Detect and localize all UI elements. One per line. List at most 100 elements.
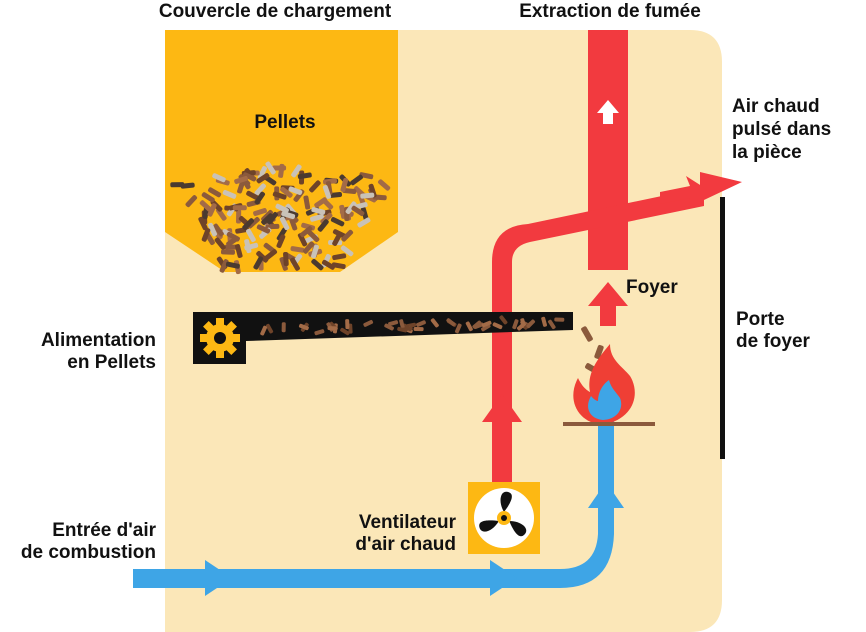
pellet [309, 180, 321, 193]
pellet [208, 187, 222, 198]
pellet [416, 320, 426, 327]
pellet [275, 203, 289, 214]
pellet [311, 258, 324, 271]
pellet [345, 319, 350, 330]
pellet [516, 322, 526, 331]
pellet [234, 175, 249, 185]
pellet [454, 323, 462, 334]
pellet [288, 216, 298, 231]
pellet [299, 226, 313, 238]
pellet [280, 186, 293, 198]
pellet [281, 322, 286, 333]
intake-arrow-icon [205, 482, 624, 596]
pellet [256, 251, 269, 263]
pellet [302, 241, 315, 254]
pellet [170, 182, 185, 188]
hot-air-up-arrow-icon [482, 394, 522, 470]
pellet [512, 319, 519, 330]
pellet [311, 207, 326, 215]
pellet [357, 217, 371, 228]
pellet [235, 244, 243, 258]
hot-air-fan-icon [468, 482, 540, 554]
pellet [283, 251, 289, 267]
pellet [207, 203, 217, 217]
pellet [332, 253, 347, 261]
pellet [465, 321, 473, 332]
pellet [279, 216, 290, 231]
pellet [260, 325, 267, 336]
pellet [384, 323, 394, 331]
fire-flame-icon [563, 344, 655, 426]
smoke-exhaust-label: Extraction de fumée [519, 1, 701, 22]
pellet [554, 317, 565, 322]
pellet [264, 249, 278, 261]
pellet [265, 323, 274, 334]
pellet [212, 173, 226, 183]
smoke-up-arrow-icon [597, 100, 619, 124]
pellet [246, 228, 256, 243]
pellet [397, 326, 408, 333]
pellet [314, 197, 328, 208]
firebox-label: Foyer [626, 277, 678, 298]
door-label-line1: Porte [736, 309, 785, 330]
pellet [256, 224, 271, 234]
pellet [254, 191, 266, 205]
firebox-up-arrow-icon [588, 218, 628, 326]
pellet [281, 211, 296, 220]
pellet [257, 166, 267, 180]
pellet [279, 257, 288, 271]
door-label-line2: de foyer [736, 331, 810, 352]
pellet [297, 232, 308, 247]
pellet [340, 327, 350, 336]
pellet [242, 172, 257, 182]
intake-label-line2: de combustion [20, 542, 156, 563]
pellet [499, 315, 508, 325]
pellet [399, 319, 405, 330]
hot-air-outlet-arrow-icon [660, 176, 708, 208]
pellet [317, 219, 329, 232]
pellet [265, 161, 276, 175]
firebox-door [720, 197, 725, 459]
pellet [246, 190, 260, 201]
hot-air-label-line1: Air chaud [732, 96, 820, 117]
hopper-lid-label: Couvercle de chargement [158, 1, 392, 22]
pellet [297, 172, 312, 180]
pellets-label: Pellets [254, 112, 316, 133]
pellet [276, 227, 287, 241]
pellet [290, 257, 300, 271]
auger-pellets [260, 315, 565, 336]
pellet [481, 320, 492, 328]
pellet-pile [170, 161, 391, 275]
pellet [492, 322, 503, 330]
pellet [357, 191, 366, 206]
pellet [547, 319, 556, 330]
pellet [220, 249, 236, 255]
pellet [232, 205, 247, 211]
pellet [332, 229, 347, 239]
pellet [298, 323, 309, 331]
pellet [226, 236, 240, 247]
pellet [350, 174, 363, 186]
pellet [244, 242, 259, 251]
pellet [254, 183, 266, 196]
fan-label-line1: Ventilateur [358, 512, 456, 533]
pellet [322, 185, 332, 199]
pellet [541, 316, 547, 327]
pellet [256, 173, 270, 184]
pellet [261, 213, 274, 225]
pellet [225, 261, 240, 269]
pellet [214, 237, 226, 250]
pellet [526, 319, 536, 329]
pellet [413, 327, 424, 332]
pellet [314, 329, 325, 336]
feed-label-line1: Alimentation [40, 330, 156, 351]
intake-label-line1: Entrée d'air [52, 520, 156, 541]
pellet [290, 246, 305, 253]
pellet [253, 208, 267, 216]
hot-air-label-line2: pulsé dans [732, 119, 832, 140]
pellet [219, 259, 229, 273]
pellet [311, 244, 319, 259]
pellet [341, 229, 354, 242]
pellet [253, 256, 264, 270]
